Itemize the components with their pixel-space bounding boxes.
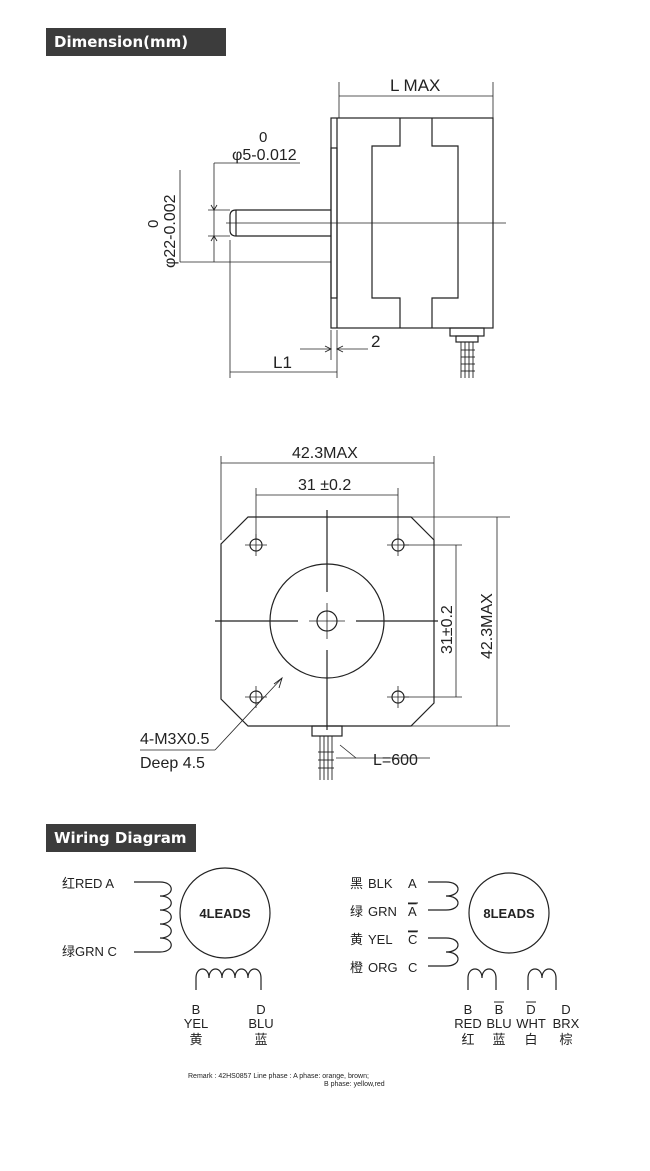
wire8-row-color: BLK	[368, 876, 393, 891]
wire8-row-letter: C	[408, 932, 417, 947]
wire8-bottom-letter: B	[495, 1002, 504, 1017]
motor-inner-outline	[371, 118, 459, 328]
l1-label: L1	[273, 353, 292, 372]
wire4-b-letter: B	[192, 1002, 201, 1017]
wiring-section-header: Wiring Diagram	[46, 824, 196, 852]
l-max-label: L MAX	[390, 76, 440, 95]
wire8-row-cn: 黑	[350, 876, 363, 891]
wire8-bottom-color: RED	[454, 1016, 481, 1031]
wire8-row-cn: 绿	[350, 904, 363, 919]
coil-b-d	[195, 968, 262, 990]
wire4-top-label: 红RED A	[62, 876, 114, 891]
boss-height-label: 2	[371, 332, 380, 351]
wire8-bottom-color: BRX	[553, 1016, 580, 1031]
coil-c-c	[445, 937, 459, 967]
coil-d-d	[527, 968, 557, 990]
wire4-d-cn: 蓝	[254, 1032, 267, 1047]
badge-4leads-circle	[179, 867, 271, 959]
wire4-b-cn: 黄	[189, 1032, 202, 1047]
wire8-row-letter: C	[408, 960, 417, 975]
coil-a-a	[445, 881, 459, 911]
front-view	[140, 456, 510, 780]
wire8-bottom-color: WHT	[516, 1016, 546, 1031]
remark-line-1: Remark : 42HS0857 Line phase : A phase: …	[188, 1073, 369, 1080]
wiring-4-leads	[134, 867, 271, 990]
front-connector	[311, 725, 343, 737]
remark-note: Remark : 42HS0857 Line phase : A phase: …	[188, 1073, 385, 1089]
connector	[449, 327, 485, 337]
hole-spacing-v-label: 31±0.2	[439, 605, 456, 654]
coil-a-c	[159, 881, 172, 953]
wire4-d-color: BLU	[248, 1016, 273, 1031]
wire8-bottom-cn: 白	[524, 1032, 537, 1047]
wiring-8-leads	[428, 872, 557, 990]
wire8-bottom-1: B RED 红	[454, 1002, 481, 1047]
wire8-bottom-cn: 蓝	[492, 1032, 505, 1047]
wire8-bottom-2: B BLU 蓝	[486, 1002, 511, 1047]
height-label: 42.3MAX	[479, 593, 496, 659]
thread-spec-label: 4-M3X0.5	[140, 731, 209, 748]
boss-dia-label: φ22-0.002	[162, 194, 179, 268]
wire8-bottom-4: D BRX 棕	[553, 1002, 580, 1047]
badge-4leads: 4LEADS	[199, 906, 251, 921]
shaft-dia-tolerance: 0	[259, 129, 267, 146]
wire4-d-letter: D	[256, 1002, 265, 1017]
wire8-bottom-letter: B	[464, 1002, 473, 1017]
shaft-dia-label: φ5-0.012	[232, 147, 297, 164]
wire8-bottom-color: BLU	[486, 1016, 511, 1031]
wire8-bottom-letter: D	[561, 1002, 570, 1017]
width-label: 42.3MAX	[292, 445, 358, 462]
wire8-row-cn: 橙	[350, 960, 363, 975]
wire8-row-2: 绿 GRN A	[350, 904, 417, 919]
wire8-row-color: ORG	[368, 960, 398, 975]
side-view	[179, 82, 506, 378]
dimension-section-header: Dimension(mm)	[46, 28, 226, 56]
wire8-row-4: 橙 ORG C	[350, 960, 417, 975]
wire8-row-letter: A	[408, 904, 417, 919]
boss-dia-tolerance: 0	[145, 220, 162, 228]
wire8-row-color: YEL	[368, 932, 393, 947]
wire4-bottom-label: 绿GRN C	[62, 944, 117, 959]
thread-depth-label: Deep 4.5	[140, 755, 205, 772]
lead-length-label: L=600	[373, 752, 418, 769]
wire8-row-1: 黑 BLK A	[350, 876, 417, 891]
hole-spacing-h-label: 31 ±0.2	[298, 477, 351, 494]
wire8-row-3: 黄 YEL C	[350, 932, 417, 947]
wire8-bottom-letter: D	[526, 1002, 535, 1017]
badge-8leads: 8LEADS	[483, 906, 535, 921]
remark-line-2: B phase: yellow,red	[324, 1081, 385, 1088]
wire8-bottom-3: D WHT 白	[516, 1002, 546, 1047]
wire8-row-letter: A	[408, 876, 417, 891]
thread-leader-line	[214, 677, 283, 751]
wire4-b-color: YEL	[184, 1016, 209, 1031]
wire8-row-cn: 黄	[350, 932, 363, 947]
wire8-row-color: GRN	[368, 904, 397, 919]
wire8-bottom-cn: 棕	[559, 1032, 572, 1047]
coil-b-b	[467, 968, 497, 990]
wire8-bottom-cn: 红	[461, 1032, 474, 1047]
badge-8leads-circle	[468, 872, 550, 954]
